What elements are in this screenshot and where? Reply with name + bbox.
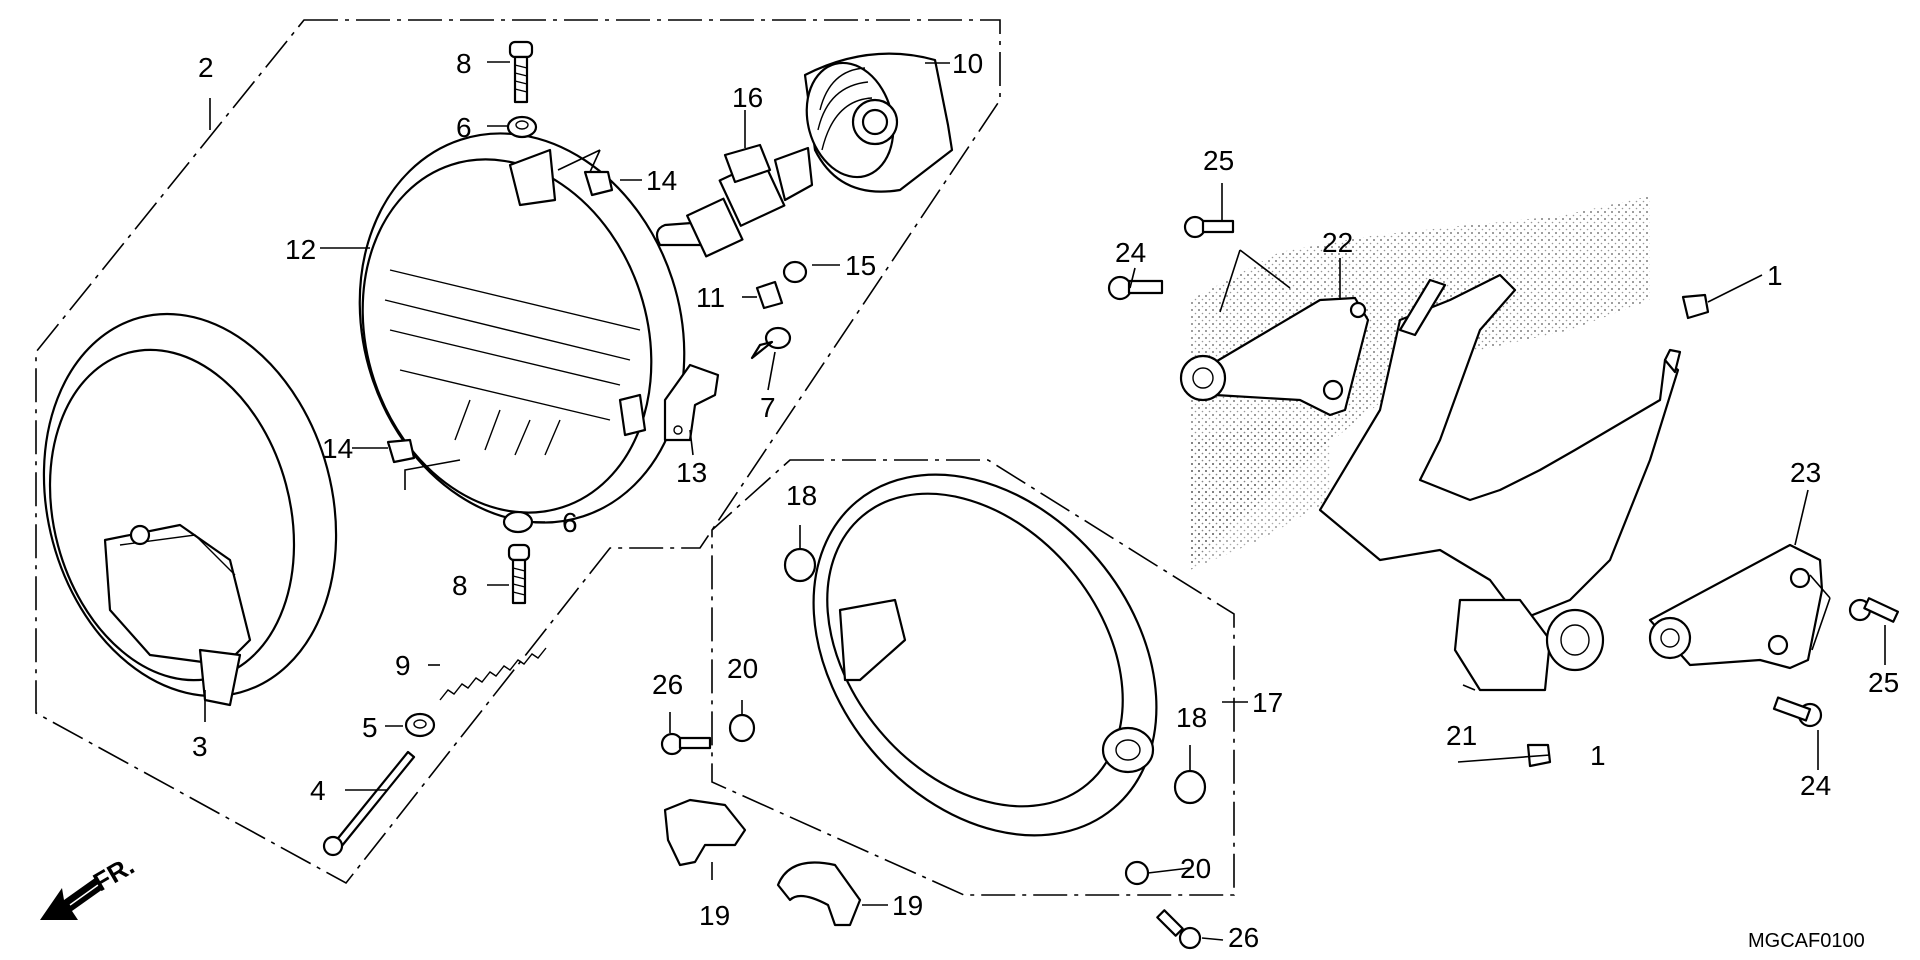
callout-21: 21 <box>1446 720 1477 751</box>
callout-26-left: 26 <box>652 669 683 700</box>
callout-13: 13 <box>676 457 707 488</box>
callout-19-right: 19 <box>892 890 923 921</box>
callout-17: 17 <box>1252 687 1283 718</box>
callout-1-bottom: 1 <box>1590 740 1606 771</box>
headlight-unit <box>358 132 686 524</box>
group-outline-case <box>711 459 1235 896</box>
callout-8-top: 8 <box>456 48 472 79</box>
callout-20-bottom: 20 <box>1180 853 1211 884</box>
callout-10: 10 <box>952 48 983 79</box>
callout-14-left: 14 <box>322 433 353 464</box>
callout-24-top: 24 <box>1115 237 1146 268</box>
callout-18-bottom: 18 <box>1176 702 1207 733</box>
callout-16: 16 <box>732 82 763 113</box>
callout-18-top: 18 <box>786 480 817 511</box>
frame-stipple <box>1190 196 1650 570</box>
bulb-rear-cover <box>803 52 954 193</box>
headlight-mount-frame <box>1107 215 1900 768</box>
callout-15: 15 <box>845 250 876 281</box>
callout-labels: 2 3 4 5 6 6 7 8 8 9 10 11 12 13 14 14 15… <box>192 48 1899 953</box>
callout-25-right: 25 <box>1868 667 1899 698</box>
callout-12: 12 <box>285 234 316 265</box>
callout-9: 9 <box>395 650 411 681</box>
callout-6-top: 6 <box>456 112 472 143</box>
callout-14-top: 14 <box>646 165 677 196</box>
arrow-left-icon <box>40 878 103 920</box>
callout-8-bottom: 8 <box>452 570 468 601</box>
group-outline-headlight <box>35 19 1001 885</box>
callout-26-bottom: 26 <box>1228 922 1259 953</box>
callout-6-bottom: 6 <box>562 507 578 538</box>
callout-25-top: 25 <box>1203 145 1234 176</box>
callout-19-left: 19 <box>699 900 730 931</box>
leader-lines <box>204 61 1886 941</box>
callout-3: 3 <box>192 731 208 762</box>
callout-22: 22 <box>1322 227 1353 258</box>
front-direction-arrow: FR. <box>40 850 139 920</box>
callout-11: 11 <box>696 282 725 313</box>
callout-1-top: 1 <box>1767 260 1783 291</box>
callout-2: 2 <box>198 52 214 83</box>
headlight-bulb <box>655 143 814 258</box>
diagram-code: MGCAF0100 <box>1748 930 1865 952</box>
callout-23: 23 <box>1790 457 1821 488</box>
callout-20-top: 20 <box>727 653 758 684</box>
headlight-case <box>812 473 1158 837</box>
hardware-parts <box>322 40 1207 950</box>
callout-24-bottom: 24 <box>1800 770 1831 801</box>
callout-4: 4 <box>310 775 326 806</box>
callout-5: 5 <box>362 712 378 743</box>
callout-7: 7 <box>760 392 776 423</box>
headlight-rim <box>42 312 338 707</box>
